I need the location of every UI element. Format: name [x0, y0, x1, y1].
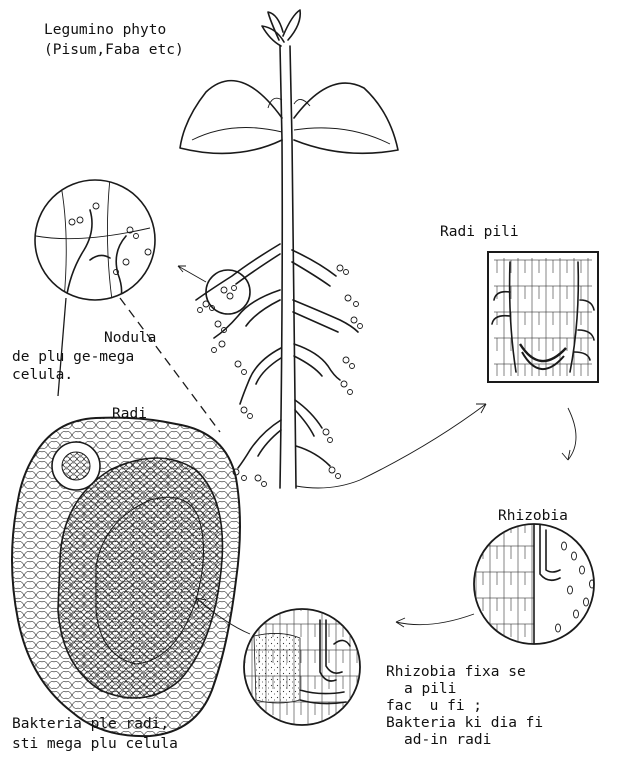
- nodule-label-2: de plu ge-mega: [12, 349, 134, 366]
- root-section-label: Radi: [112, 406, 147, 423]
- rhizobia-attach-text-2: a pili: [404, 681, 456, 698]
- rhizobia-attach-text-1: Rhizobia fixa se: [386, 664, 526, 681]
- root-cross-section: [12, 418, 250, 737]
- nodule-label-1: Nodula: [104, 330, 156, 347]
- rhizobia-attach-text-4: Bakteria ki dia fi: [386, 715, 543, 732]
- bacteria-root-text-1: Bakteria ple radi,: [12, 716, 169, 733]
- root-hair-label: Radi pili: [440, 224, 519, 241]
- rhizobia-attach-circle: [396, 524, 595, 644]
- nodule-label-3: celula.: [12, 367, 73, 384]
- rhizobia-attach-text-5: ad-in radi: [404, 732, 491, 749]
- rhizobia-attach-text-3: fac u fi ;: [386, 698, 482, 715]
- root-hair-box: [360, 252, 598, 480]
- bacteria-root-text-2: sti mega plu celula: [12, 736, 178, 753]
- plant-title-label: Legumino phyto: [44, 22, 166, 39]
- nodule-zoom-circle: [35, 178, 220, 432]
- legume-plant: [180, 10, 398, 488]
- rhizobia-label: Rhizobia: [498, 508, 568, 525]
- plant-examples-label: (Pisum,Faba etc): [44, 42, 184, 59]
- bacteria-invasion-circle: [244, 609, 364, 729]
